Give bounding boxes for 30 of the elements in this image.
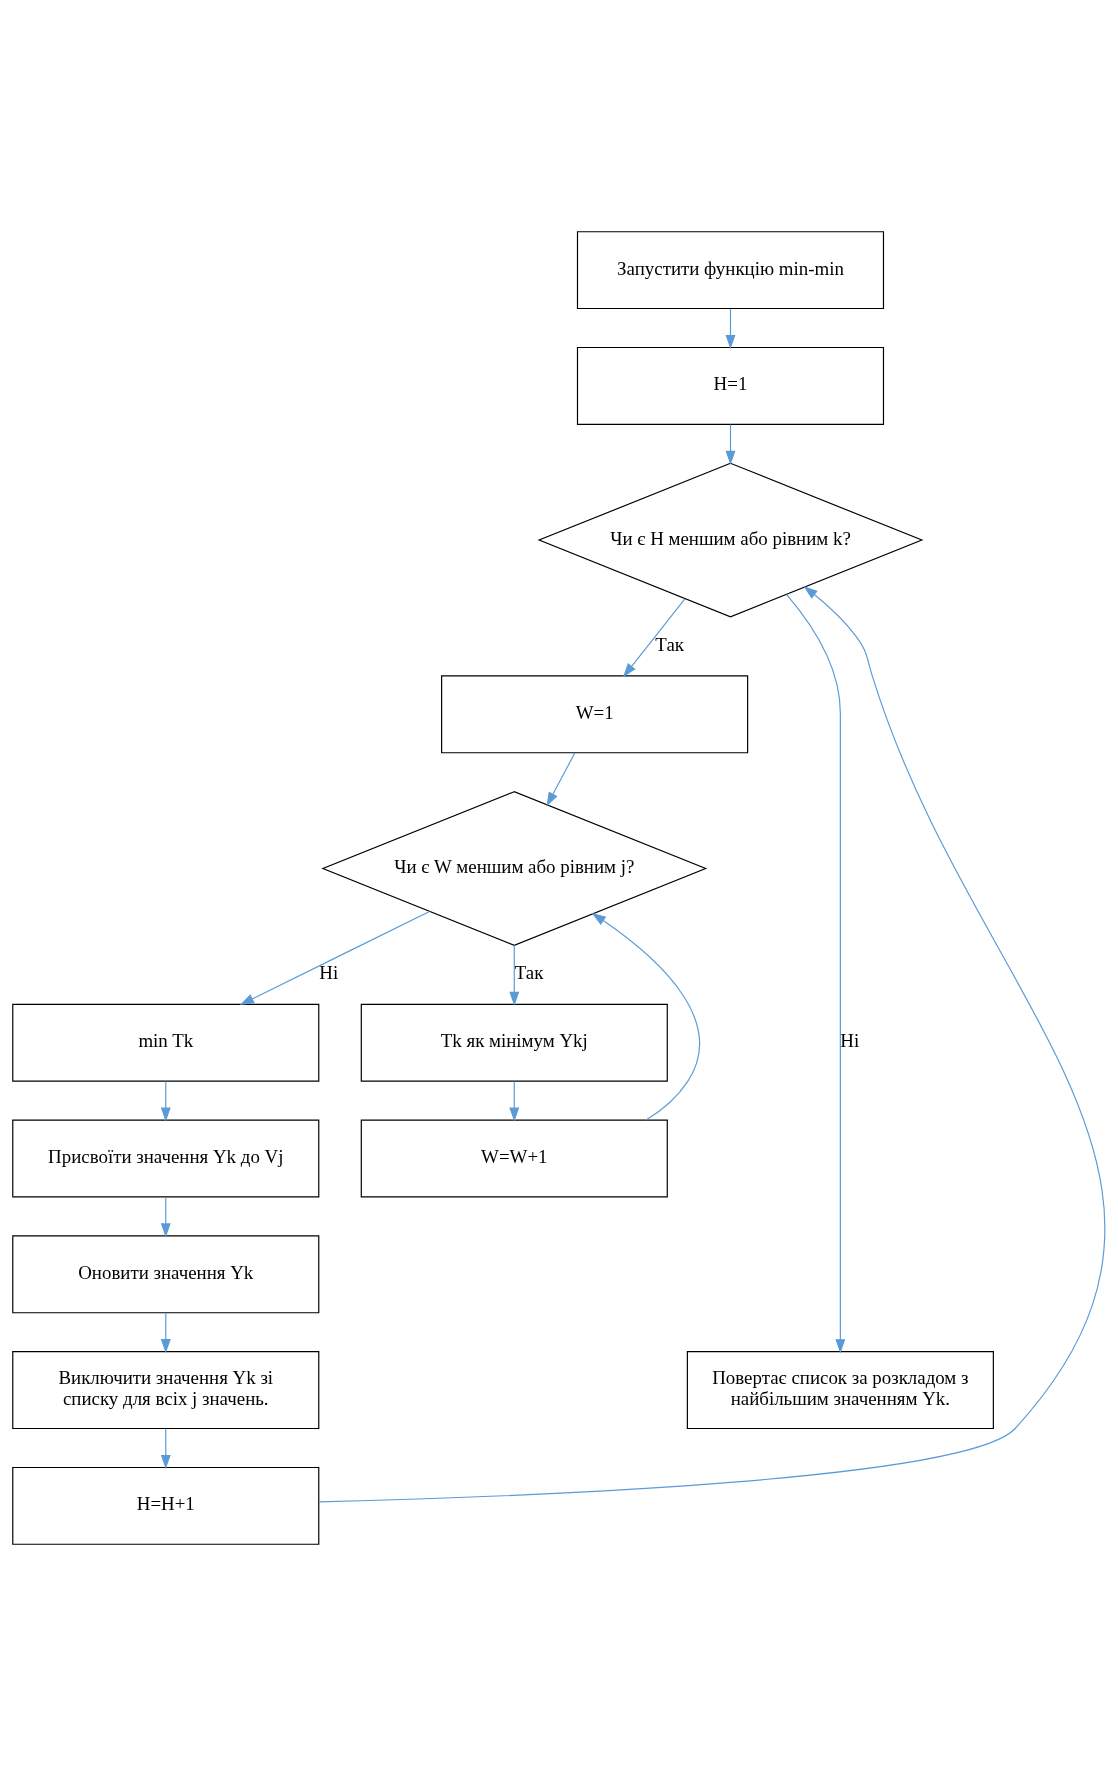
arrow <box>160 1427 171 1469</box>
arrow <box>725 307 736 349</box>
arrow <box>546 751 576 806</box>
arrow <box>160 1311 171 1353</box>
node-diamond: Чи є H меншим або рівним k? <box>537 462 924 617</box>
arrow <box>160 1080 171 1122</box>
node-box: Запустити функцію min-min <box>576 230 885 309</box>
edge-label: Ні <box>840 1029 860 1051</box>
node-box: Повертає список за розкладом з найбільшим значенням Yk. <box>686 1350 994 1429</box>
edge-label: Так <box>514 961 544 983</box>
node-box: Оновити значення Yk <box>12 1234 320 1313</box>
arrow <box>623 597 686 677</box>
arrow <box>786 593 846 1353</box>
node-box: H=1 <box>576 346 885 425</box>
edge-label: Так <box>655 633 684 655</box>
arrow <box>591 912 700 1121</box>
node-box: H=H+1 <box>12 1466 320 1545</box>
node-box: Tk як мінімум Ykj <box>360 1003 668 1082</box>
edge-label: Ні <box>319 961 339 983</box>
arrow <box>318 585 1105 1502</box>
arrow <box>725 423 736 465</box>
arrow <box>509 1080 520 1122</box>
arrow <box>239 910 431 1005</box>
arrow <box>509 944 520 1006</box>
node-box: W=W+1 <box>360 1119 668 1198</box>
arrow <box>160 1196 171 1237</box>
node-box: min Tk <box>12 1003 320 1082</box>
node-box: Виключити значення Yk зі списку для всіх j значень. <box>12 1350 320 1429</box>
node-box: Присвоїти значення Yk до Vj <box>12 1119 320 1198</box>
node-box: W=1 <box>441 674 749 753</box>
